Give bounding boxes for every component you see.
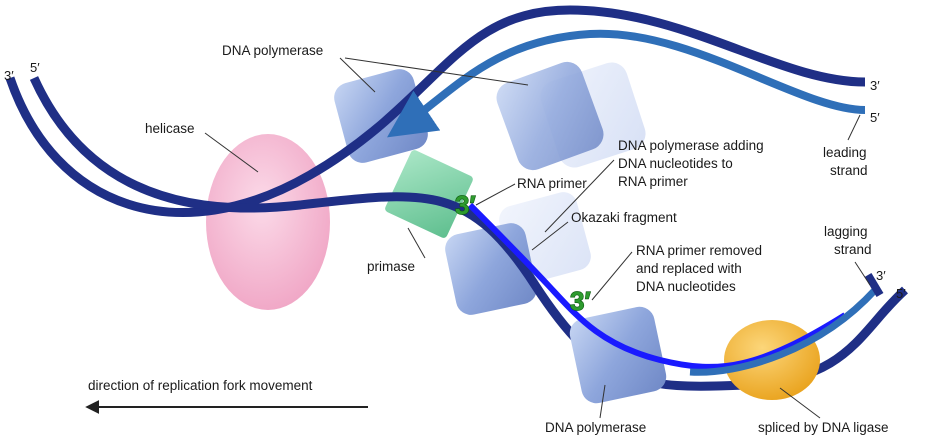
leader-dna-polymerase-bottom bbox=[599, 384, 606, 419]
leader-leading bbox=[847, 114, 861, 141]
primer-3-upper: 3′ bbox=[455, 190, 476, 220]
label-primase: primase bbox=[367, 259, 415, 274]
okazaki-fragment-strand bbox=[467, 202, 847, 370]
leading-new-strand bbox=[387, 29, 866, 138]
bottom-right-5-prime-label: 5′ bbox=[896, 286, 906, 301]
label-helicase: helicase bbox=[145, 121, 195, 136]
bottom-right-3-prime-label: 3′ bbox=[876, 268, 886, 283]
dna-polymerase-leading-front-shape bbox=[496, 61, 604, 171]
top-right-3-prime-label: 3′ bbox=[870, 78, 880, 93]
label-polymerase-adding-2: DNA nucleotides to bbox=[618, 156, 733, 171]
left-5-prime-label: 5′ bbox=[30, 60, 40, 75]
leader-polymerase-adding bbox=[544, 159, 615, 233]
label-lagging-2: strand bbox=[834, 242, 872, 257]
helicase-shape bbox=[206, 134, 330, 310]
label-rna-primer: RNA primer bbox=[517, 176, 587, 191]
leader-lagging bbox=[854, 261, 871, 286]
primase-shape bbox=[385, 150, 473, 238]
label-primer-removed-3: DNA nucleotides bbox=[636, 279, 736, 294]
label-spliced: spliced by DNA ligase bbox=[758, 420, 889, 435]
label-polymerase-adding-3: RNA primer bbox=[618, 174, 688, 189]
label-dna-polymerase-bottom: DNA polymerase bbox=[545, 420, 646, 435]
leader-helicase bbox=[204, 132, 259, 173]
label-lagging-1: lagging bbox=[824, 224, 868, 239]
label-okazaki-fragment: Okazaki fragment bbox=[571, 210, 677, 225]
top-right-5-prime-label: 5′ bbox=[870, 110, 880, 125]
label-leading-2: strand bbox=[830, 163, 868, 178]
label-leading-1: leading bbox=[823, 145, 867, 160]
leader-dna-polymerase-top-b bbox=[344, 57, 529, 86]
label-primer-removed-2: and replaced with bbox=[636, 261, 742, 276]
left-3-prime-label: 3′ bbox=[4, 68, 14, 83]
label-dna-polymerase-top: DNA polymerase bbox=[222, 43, 323, 58]
label-primer-removed-1: RNA primer removed bbox=[636, 243, 762, 258]
leader-rna-primer bbox=[475, 183, 516, 206]
primer-3-lower: 3′ bbox=[570, 286, 591, 316]
label-direction: direction of replication fork movement bbox=[88, 378, 313, 393]
lagging-strand-continuation bbox=[689, 287, 878, 376]
lagging-strand-lower bbox=[864, 272, 884, 298]
leader-okazaki bbox=[531, 221, 569, 251]
leader-spliced bbox=[779, 387, 821, 419]
leader-primase bbox=[407, 227, 426, 259]
leader-dna-polymerase-top-a bbox=[339, 57, 376, 93]
label-polymerase-adding-1: DNA polymerase adding bbox=[618, 138, 764, 153]
dna-strand-upper-parental bbox=[5, 5, 866, 218]
leader-primer-removed bbox=[591, 251, 633, 301]
